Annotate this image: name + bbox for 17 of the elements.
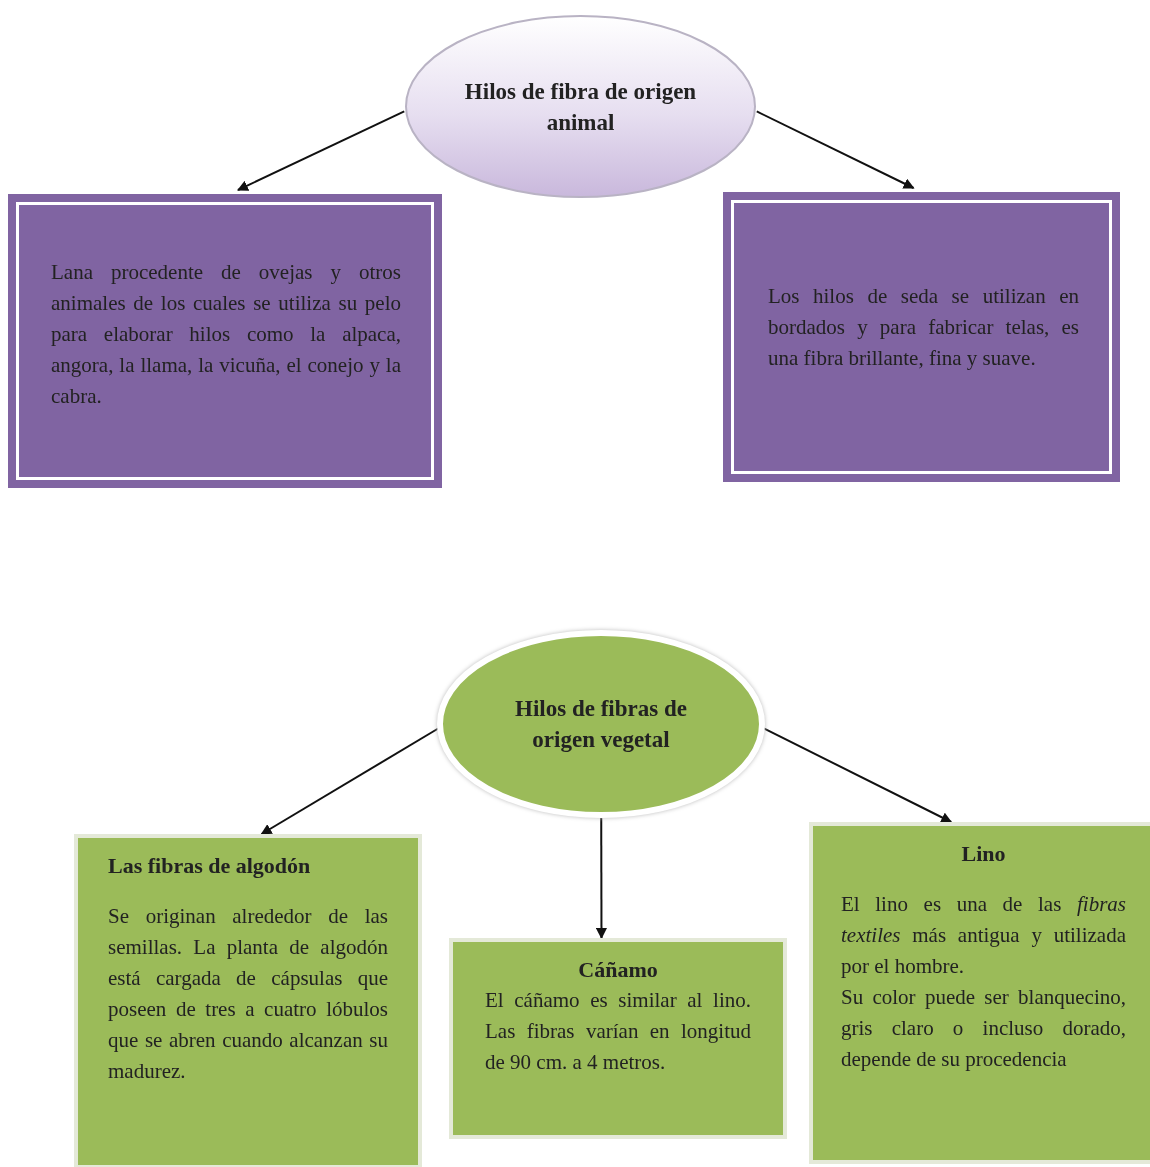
box-heading: Cáñamo xyxy=(577,956,659,984)
box-heading: Lino xyxy=(960,840,1007,868)
text-box xyxy=(8,194,442,488)
topic-title: Hilos de fibras de origen vegetal xyxy=(514,695,688,754)
box-heading: Las fibras de algodón xyxy=(108,852,312,880)
box-text: Su color puede ser blanquecino, gris claro o incluso dorado, depende de su procedencia xyxy=(841,984,1126,1073)
arrow xyxy=(237,110,406,191)
box-text: Se originan alrededor de las semillas. La planta de algodón está cargada de cápsulas que poseen de tres a cuatro lóbulos que se abren cuando alcanzan su madurez. xyxy=(108,903,388,1085)
topic-ellipse xyxy=(403,13,758,200)
arrow xyxy=(755,110,915,189)
box-text: Los hilos de seda se utilizan en bordados y para fabricar telas, es una fibra brillante, fina y suave. xyxy=(768,283,1079,372)
arrow xyxy=(596,816,607,940)
box-text: El lino es una de las fibras textiles más antigua y utilizada por el hombre. xyxy=(841,891,1126,980)
box-text: El cáñamo es similar al lino. Las fibras varían en longitud de 90 cm. a 4 metros. xyxy=(485,987,751,1076)
box-text: Lana procedente de ovejas y otros animales de los cuales se utiliza su pelo para elaborar hilos como la alpaca, angora, la llama, la vicuña, el conejo y la cabra. xyxy=(51,259,401,410)
text-box xyxy=(723,192,1120,482)
topic-title: Hilos de fibra de origen animal xyxy=(463,77,698,137)
